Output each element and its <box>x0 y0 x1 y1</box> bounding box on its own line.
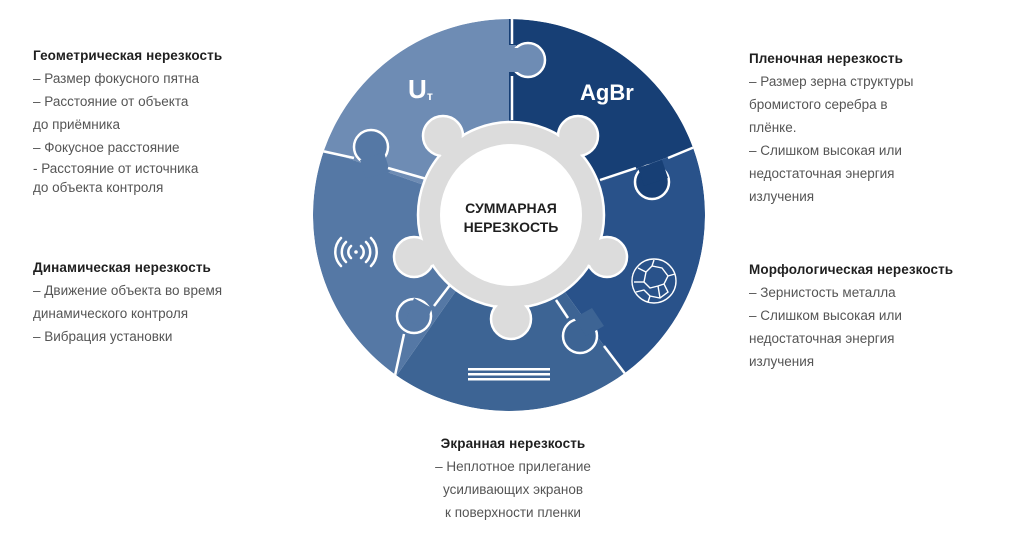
center-title-line1: СУММАРНАЯ <box>465 200 557 216</box>
vibration-wave-icon <box>334 236 378 268</box>
info-block-dynamic: Динамическая нерезкость – Движение объек… <box>33 260 222 348</box>
block-line: – Расстояние от объекта <box>33 94 189 109</box>
agbr-text-icon: AgBr <box>580 80 634 105</box>
block-title: Пленочная нерезкость <box>749 51 903 66</box>
puzzle-tab-top <box>506 41 547 79</box>
info-block-morphological: Морфологическая нерезкость – Зернистость… <box>749 262 953 373</box>
block-line: – Размер фокусного пятна <box>33 71 200 86</box>
block-line: до приёмника <box>33 117 120 132</box>
block-line: – Движение объекта во время <box>33 283 223 298</box>
svg-text:т: т <box>427 89 433 103</box>
ut-symbol-icon: U т <box>408 74 433 104</box>
block-line: излучения <box>749 354 815 369</box>
block-line: – Размер зерна структуры <box>749 74 914 89</box>
block-line: – Неплотное прилегание <box>435 459 591 474</box>
block-line: – Вибрация установки <box>33 329 173 344</box>
block-line: – Фокусное расстояние <box>33 140 180 155</box>
block-line: к поверхности пленки <box>445 505 581 520</box>
block-line: до объекта контроля <box>33 180 164 195</box>
block-line: плёнке. <box>749 120 797 135</box>
segment-dividers <box>321 19 698 381</box>
info-block-geometric: Геометрическая нерезкость – Размер фокус… <box>33 48 222 197</box>
screen-lines-icon <box>468 368 550 381</box>
metal-grain-icon <box>631 258 677 304</box>
block-line: динамического контроля <box>33 306 189 321</box>
puzzle-tab-bottom-right <box>561 308 604 355</box>
svg-text:U: U <box>408 74 427 104</box>
info-block-screen: Экранная нерезкость – Неплотное прилеган… <box>380 436 646 524</box>
block-line: – Слишком высокая или <box>749 308 902 323</box>
block-title: Экранная нерезкость <box>440 436 586 451</box>
block-title: Динамическая нерезкость <box>33 260 211 275</box>
puzzle-tab-right <box>633 160 671 201</box>
block-line: - Расстояние от источника <box>33 161 199 176</box>
block-line: недостаточная энергия <box>749 166 895 181</box>
puzzle-tab-bottom-left <box>395 297 433 335</box>
block-line: бромистого серебра в <box>749 97 888 112</box>
svg-text:AgBr: AgBr <box>580 80 634 105</box>
puzzle-tab-left <box>352 128 390 178</box>
center-title-line2: НЕРЕЗКОСТЬ <box>464 219 559 235</box>
block-line: усиливающих экранов <box>442 482 584 497</box>
center-white-disc <box>440 144 582 286</box>
block-line: – Слишком высокая или <box>749 143 902 158</box>
block-title: Геометрическая нерезкость <box>33 48 223 63</box>
block-title: Морфологическая нерезкость <box>749 262 954 277</box>
info-block-film: Пленочная нерезкость – Размер зерна стру… <box>749 51 913 208</box>
block-line: недостаточная энергия <box>749 331 895 346</box>
block-line: излучения <box>749 189 815 204</box>
block-line: – Зернистость металла <box>749 285 896 300</box>
